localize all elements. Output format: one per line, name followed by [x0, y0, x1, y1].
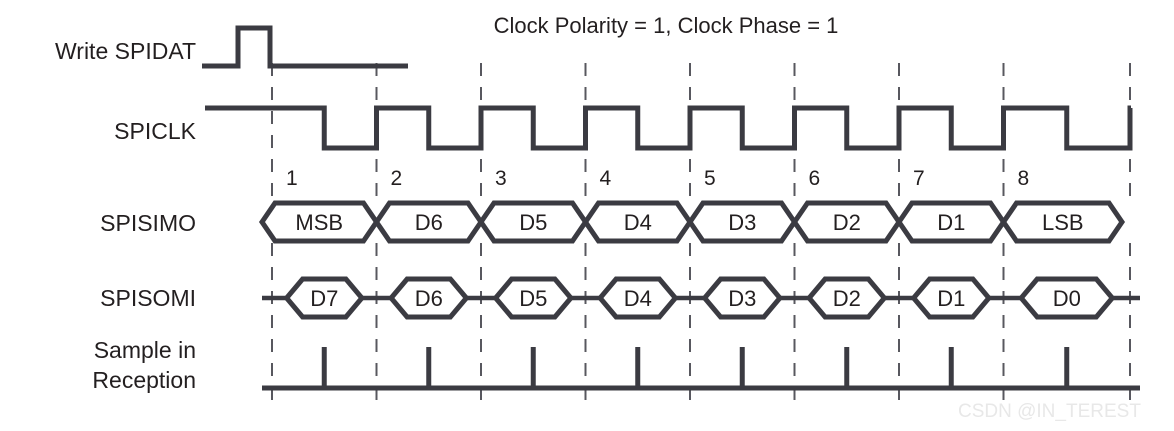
spisomi-waveform: D7 D6 D5 D4 D3 D2 D1 D0 — [262, 276, 1140, 320]
spisimo-cell-label: D5 — [519, 210, 547, 235]
cycle-number-8: 8 — [1018, 167, 1030, 190]
spisomi-cell-label: D7 — [310, 286, 338, 311]
spisomi-cell-label: D5 — [519, 286, 547, 311]
spisomi-cell-label: D2 — [833, 286, 861, 311]
spiclk-trace — [205, 105, 1133, 151]
spisimo-waveform: MSB D6 D5 D4 D3 D2 D1 LSB — [258, 200, 1126, 244]
spisomi-cell-label: D4 — [624, 286, 652, 311]
spisomi-cell-label: D6 — [415, 286, 443, 311]
cycle-number-1: 1 — [286, 167, 298, 190]
cycle-number-6: 6 — [809, 167, 821, 190]
sample-reception-waveform — [262, 347, 1140, 391]
spisimo-cell-label: D1 — [937, 210, 965, 235]
spisimo-cell-label: LSB — [1042, 210, 1084, 235]
spisomi-cell-shape — [387, 276, 470, 320]
cycle-number-labels: 1 2 3 4 5 6 7 8 — [286, 167, 1029, 190]
spisomi-cell-shape — [492, 276, 575, 320]
spisimo-cell-shape — [1000, 200, 1126, 244]
row-label-sample-line1: Sample in — [94, 337, 196, 363]
row-label-spisomi: SPISOMI — [100, 285, 196, 311]
cycle-number-3: 3 — [495, 167, 507, 190]
figure-title: Clock Polarity = 1, Clock Phase = 1 — [494, 13, 839, 38]
spisomi-cell-shape — [805, 276, 888, 320]
row-label-spiclk: SPICLK — [114, 118, 196, 144]
spisimo-cell-label: MSB — [295, 210, 343, 235]
write-spidat-trace — [202, 25, 408, 69]
spisomi-cell-shape — [283, 276, 366, 320]
spisomi-cell-label: D1 — [937, 286, 965, 311]
row-label-write-spidat: Write SPIDAT — [55, 38, 196, 64]
cycle-number-2: 2 — [391, 167, 403, 190]
cycle-number-4: 4 — [600, 167, 612, 190]
write-spidat-waveform — [202, 25, 408, 69]
spisomi-cell-shape — [910, 276, 993, 320]
spisimo-cell-label: D4 — [624, 210, 652, 235]
spisimo-cell-label: D3 — [728, 210, 756, 235]
spisomi-cell-label: D3 — [728, 286, 756, 311]
spisomi-cell-shape — [701, 276, 784, 320]
spisimo-cell-label: D6 — [415, 210, 443, 235]
spisomi-cell-shape — [1017, 276, 1116, 320]
cycle-number-5: 5 — [704, 167, 716, 190]
spisomi-cell-shape — [596, 276, 679, 320]
watermark: CSDN @IN_TEREST — [958, 401, 1141, 422]
cycle-number-7: 7 — [913, 167, 925, 190]
spisomi-cell-label: D0 — [1053, 286, 1081, 311]
spisimo-cell-label: D2 — [833, 210, 861, 235]
spiclk-waveform — [205, 105, 1133, 151]
guide-lines — [271, 63, 1131, 402]
row-label-sample-line2: Reception — [92, 367, 196, 393]
row-label-spisimo: SPISIMO — [100, 210, 196, 236]
